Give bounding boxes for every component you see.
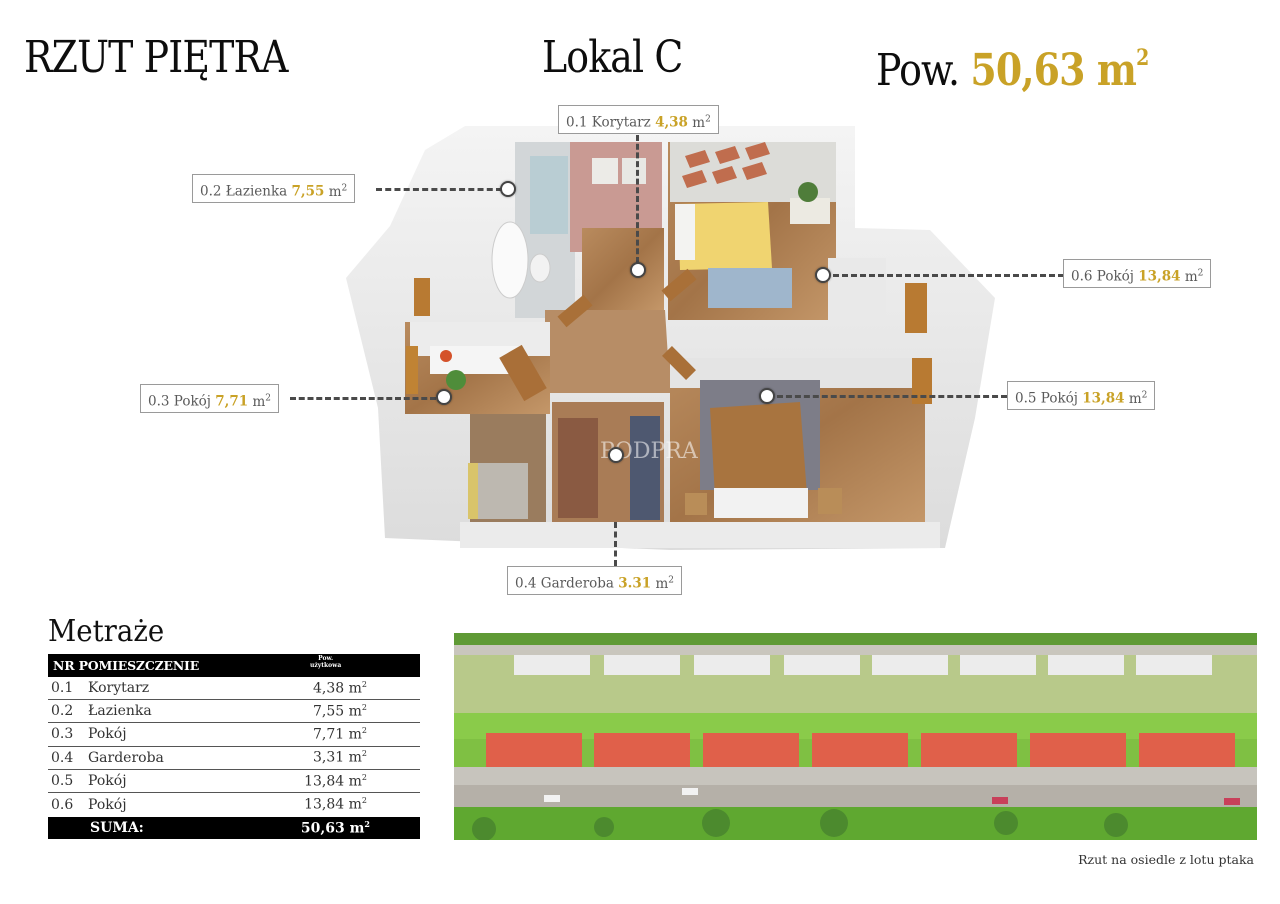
aerial-view-image xyxy=(454,633,1257,840)
area-value: 50,63 m2 xyxy=(970,44,1149,96)
leader-line xyxy=(636,135,639,263)
aerial-caption: Rzut na osiedle z lotu ptaka xyxy=(1078,852,1254,867)
room-label-pokoj-03: 0.3 Pokój 7,71 m2 xyxy=(140,384,279,413)
room-label-pokoj-05: 0.5 Pokój 13,84 m2 xyxy=(1007,381,1156,410)
room-label-korytarz: 0.1 Korytarz 4,38 m2 xyxy=(558,105,719,134)
leader-line xyxy=(376,188,502,191)
room-marker-pokoj-03 xyxy=(436,389,452,405)
floor-plan-illustration: PODPRA xyxy=(346,126,995,550)
room-marker-lazienka xyxy=(500,181,516,197)
unit-label: Lokal C xyxy=(542,32,683,83)
room-marker-pokoj-06 xyxy=(815,267,831,283)
table-header: NR POMIESZCZENIE Pow.użytkowa xyxy=(48,654,420,677)
aerial-illustration xyxy=(454,633,1257,840)
room-marker-garderoba xyxy=(608,447,624,463)
room-label-garderoba: 0.4 Garderoba 3.31 m2 xyxy=(507,566,683,595)
area-prefix: Pow. xyxy=(876,44,960,96)
leader-line xyxy=(290,397,436,400)
table-sum-row: SUMA:50,63 m2 xyxy=(48,817,420,840)
leader-line xyxy=(833,274,1064,277)
table-title: Metraże xyxy=(48,614,165,649)
room-label-pokoj-06: 0.6 Pokój 13,84 m2 xyxy=(1063,259,1212,288)
room-marker-pokoj-05 xyxy=(759,388,775,404)
page-title: RZUT PIĘTRA xyxy=(24,32,288,83)
leader-line xyxy=(614,522,617,566)
room-marker-korytarz xyxy=(630,262,646,278)
floor-plan-render: PODPRA xyxy=(330,118,1000,554)
total-area-heading: Pow. 50,63 m2 xyxy=(876,30,1149,99)
header-area: Pow.użytkowa xyxy=(310,655,342,669)
leader-line xyxy=(777,395,1007,398)
room-label-lazienka: 0.2 Łazienka 7,55 m2 xyxy=(192,174,356,203)
header-room: NR POMIESZCZENIE xyxy=(53,658,200,673)
